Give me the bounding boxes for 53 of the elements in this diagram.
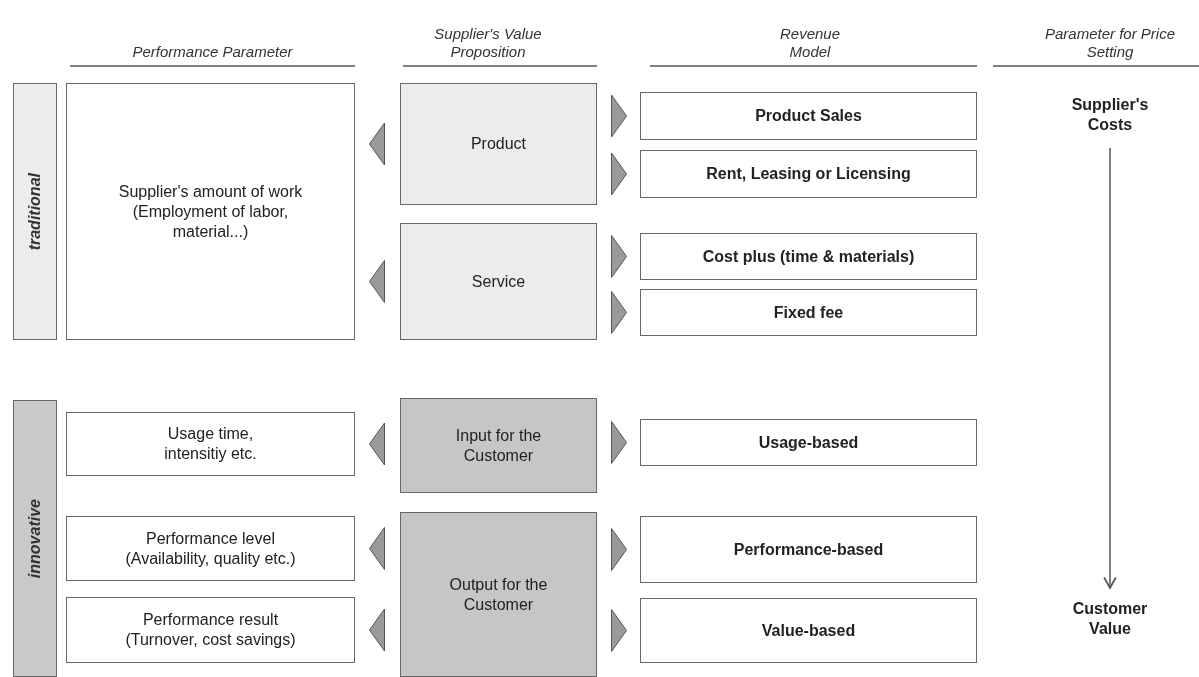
box-text: Usage-based [758,432,859,453]
box-text: Cost plus (time & materials) [702,246,915,267]
proposition-box [400,512,597,677]
revenue-model-box [640,92,977,140]
revenue-model-box [640,598,977,663]
box-text: Performance-based [733,539,884,560]
box-text: Fixed fee [773,302,844,323]
chevron-arrow [611,528,627,571]
price-parameter-text: Customer Value [1071,599,1149,639]
proposition-box [400,223,597,340]
revenue-model-box [640,233,977,280]
box-text: Service [471,271,526,292]
column-header: Supplier's Value Proposition [433,24,543,62]
category-label: innovative [25,498,44,579]
parameter-box [66,412,355,476]
category-label: traditional [25,172,44,251]
box-text: Input for the Customer [454,425,543,466]
box-text: Value-based [761,620,856,641]
category-band [13,83,57,340]
revenue-model-box [640,289,977,336]
column-header: Revenue Model [778,24,841,62]
price-parameter-text: Supplier's Costs [1070,95,1150,135]
chevron-arrow [611,609,627,652]
chevron-arrow [611,235,627,278]
revenue-model-box [640,419,977,466]
arrow [1103,147,1117,589]
proposition-box [400,83,597,205]
chevron-arrow [369,527,385,570]
proposition-box [400,398,597,493]
chevron-arrow [369,422,385,466]
box-text: Product [470,134,527,154]
chevron-arrow [611,291,627,334]
box-text: Supplier's amount of work (Employment of labor, material...) [117,181,304,242]
parameter-box [66,597,355,663]
chevron-arrow [369,608,385,652]
box-text: Output for the Customer [448,574,549,615]
chevron-arrow [369,122,385,166]
box-text: Performance level (Availability, quality etc.) [124,528,297,569]
parameter-box [66,516,355,581]
category-band [13,400,57,677]
revenue-model-box [640,150,977,198]
box-text: Usage time, intensitiy etc. [163,424,258,464]
chevron-arrow [611,421,627,464]
box-text: Product Sales [755,106,862,126]
box-text: Performance result (Turnover, cost savings) [124,610,297,650]
chevron-arrow [611,94,627,138]
revenue-model-box [640,516,977,583]
box-text: Rent, Leasing or Licensing [706,164,911,184]
chevron-arrow [611,152,627,196]
parameter-box [66,83,355,340]
column-header: Parameter for Price Setting [1043,24,1176,62]
chevron-arrow [369,260,385,303]
column-header: Performance Parameter [131,43,294,62]
